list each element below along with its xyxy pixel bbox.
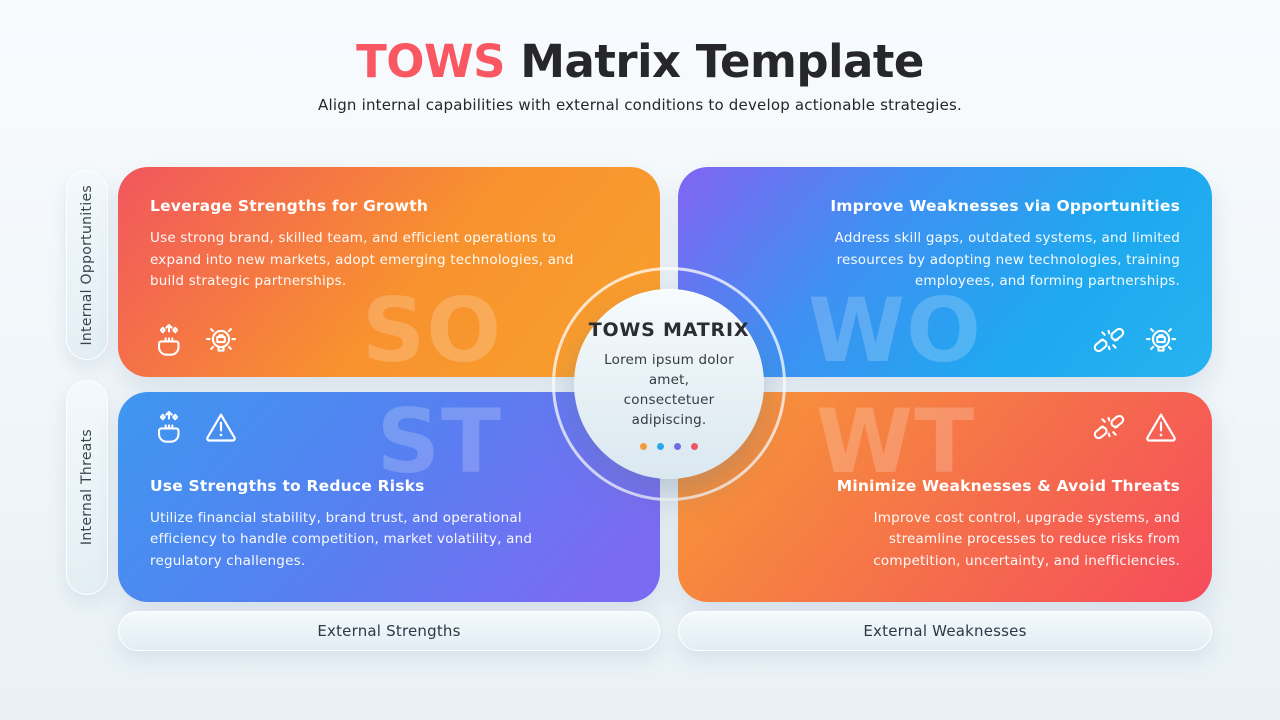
quadrant-content: Use Strengths to Reduce Risks Utilize fi…: [150, 477, 628, 573]
page-subtitle: Align internal capabilities with externa…: [318, 95, 962, 114]
axis-label-text: External Weaknesses: [863, 622, 1027, 640]
opportunity-icon: [1142, 321, 1180, 359]
opportunity-icon: [202, 321, 240, 359]
threat-icon: [202, 408, 240, 446]
quadrant-body: Improve cost control, upgrade systems, a…: [873, 509, 1180, 569]
quadrant-body: Utilize financial stability, brand trust…: [150, 509, 533, 569]
quadrant-watermark: WT: [816, 392, 976, 493]
threat-icon: [1142, 408, 1180, 446]
header: TOWS Matrix Template Align internal capa…: [0, 36, 1280, 114]
center-title: TOWS MATRIX: [588, 318, 750, 341]
quadrant-wo: WO Improve Weaknesses via Opportunities …: [678, 167, 1212, 377]
strength-icon: [150, 408, 188, 446]
page-title: TOWS Matrix Template: [0, 36, 1280, 88]
page-title-rest: Matrix Template: [520, 35, 924, 88]
quadrant-wt: WT Minimize Weaknesses & Avoid Threats I…: [678, 392, 1212, 602]
axis-label-text: Internal Threats: [79, 429, 95, 546]
axis-label-external-strengths: External Strengths: [118, 611, 660, 651]
center-card: TOWS MATRIX Lorem ipsum dolor amet,conse…: [574, 289, 764, 479]
quadrant-icons: [150, 321, 240, 359]
quadrant-so: SO Leverage Strengths for Growth Use str…: [118, 167, 660, 377]
quadrant-icons: [150, 408, 240, 446]
axis-label-internal-threats: Internal Threats: [66, 380, 108, 595]
quadrant-body: Address skill gaps, outdated systems, an…: [834, 230, 1180, 289]
quadrant-watermark: SO: [361, 279, 502, 377]
quadrant-watermark: ST: [376, 392, 502, 493]
center-dot: [691, 442, 698, 450]
axis-label-text: External Strengths: [317, 622, 461, 640]
quadrant-icons: [1090, 321, 1180, 359]
weakness-icon: [1090, 408, 1128, 446]
center-dot: [657, 442, 664, 450]
center-dot: [674, 442, 681, 450]
weakness-icon: [1090, 321, 1128, 359]
axis-label-internal-opportunities: Internal Opportunities: [66, 170, 108, 360]
quadrant-content: Improve Weaknesses via Opportunities Add…: [710, 197, 1180, 293]
center-description: Lorem ipsum dolor amet,consectetuer adip…: [588, 350, 750, 430]
quadrant-st: ST Use Strengths to Reduce: [118, 392, 660, 602]
axis-label-external-weaknesses: External Weaknesses: [678, 611, 1212, 651]
center-description-line1: Lorem ipsum dolor amet,: [604, 351, 734, 388]
quadrant-title: Minimize Weaknesses & Avoid Threats: [836, 476, 1180, 495]
quadrant-title: Improve Weaknesses via Opportunities: [830, 197, 1180, 215]
center-description-line2: consectetuer adipiscing.: [623, 391, 715, 428]
quadrant-body: Use strong brand, skilled team, and effi…: [150, 230, 574, 289]
quadrant-content: Minimize Weaknesses & Avoid Threats Impr…: [710, 477, 1180, 573]
strength-icon: [150, 321, 188, 359]
quadrant-title: Leverage Strengths for Growth: [150, 197, 429, 215]
center-dot: [640, 442, 647, 450]
quadrant-watermark: WO: [808, 279, 982, 377]
center-dots: [640, 442, 698, 450]
page-title-accent: TOWS: [356, 35, 506, 88]
quadrant-content: Leverage Strengths for Growth Use strong…: [150, 197, 628, 293]
quadrant-icons: [1090, 408, 1180, 446]
quadrant-title: Use Strengths to Reduce Risks: [150, 476, 425, 495]
axis-label-text: Internal Opportunities: [79, 184, 95, 346]
